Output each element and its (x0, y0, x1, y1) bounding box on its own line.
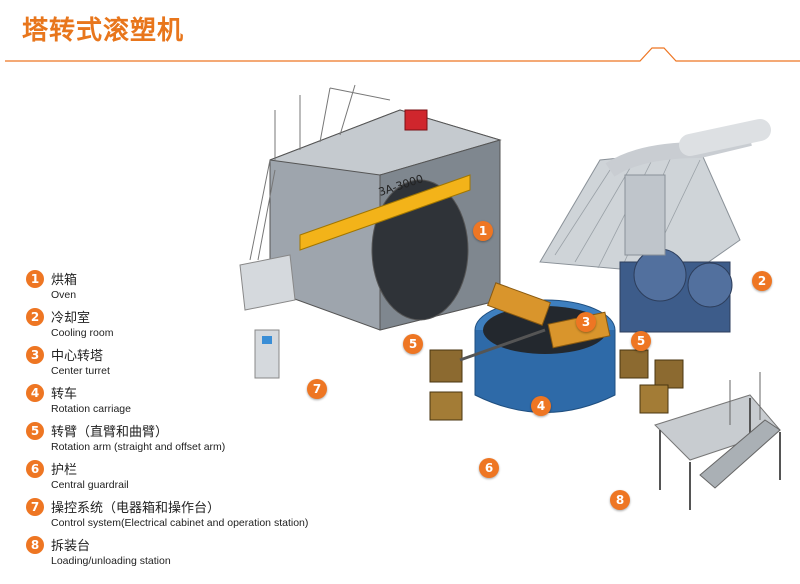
legend-item-loading-station: 8 拆装台 Loading/unloading station (26, 534, 356, 574)
legend-label-en: Control system(Electrical cabinet and op… (51, 517, 309, 529)
legend-label-cn: 护栏 (51, 463, 78, 478)
legend-label-en: Loading/unloading station (51, 555, 171, 567)
legend-item-rotation-arm: 5 转臂（直臂和曲臂） Rotation arm (straight and o… (26, 420, 356, 460)
callout-center-turret: 3 (576, 312, 596, 332)
legend-label-cn: 转车 (51, 387, 78, 402)
legend-number: 3 (26, 346, 44, 364)
legend-label-cn: 拆装台 (51, 539, 91, 554)
legend-label-en: Center turret (51, 365, 110, 377)
title-underline (5, 47, 800, 62)
callout-control-system: 7 (307, 379, 327, 399)
cooling-room (539, 119, 771, 333)
callout-rotation-arm-right: 5 (631, 331, 651, 351)
legend-item-oven: 1 烘箱 Oven (26, 268, 356, 308)
legend-label-cn: 中心转塔 (51, 349, 104, 364)
legend-label-cn: 操控系统（电器箱和操作台） (51, 501, 221, 516)
legend-number: 7 (26, 498, 44, 516)
callout-rotation-carriage: 4 (531, 396, 551, 416)
legend-item-rotation-carriage: 4 转车 Rotation carriage (26, 382, 356, 422)
legend-label-en: Rotation carriage (51, 403, 131, 415)
legend-number: 5 (26, 422, 44, 440)
oven: 3A-3000 (249, 84, 502, 331)
legend-label-cn: 转臂（直臂和曲臂） (51, 425, 169, 440)
loading-station (654, 372, 781, 510)
callout-rotation-arm-left: 5 (403, 334, 423, 354)
callout-oven: 1 (473, 221, 493, 241)
legend-number: 2 (26, 308, 44, 326)
legend-item-control-system: 7 操控系统（电器箱和操作台） Control system(Electrica… (26, 496, 356, 536)
legend-label-cn: 烘箱 (51, 273, 78, 288)
legend-label-en: Oven (51, 289, 77, 301)
legend-number: 8 (26, 536, 44, 554)
callout-guardrail: 6 (479, 458, 499, 478)
legend-number: 6 (26, 460, 44, 478)
legend-number: 4 (26, 384, 44, 402)
legend-label-cn: 冷却室 (51, 311, 91, 326)
legend-item-center-turret: 3 中心转塔 Center turret (26, 344, 356, 384)
legend-number: 1 (26, 270, 44, 288)
callout-loading-station: 8 (610, 490, 630, 510)
callout-cooling-room: 2 (752, 271, 772, 291)
legend-label-en: Cooling room (51, 327, 114, 339)
legend-item-guardrail: 6 护栏 Central guardrail (26, 458, 356, 498)
legend-label-en: Rotation arm (straight and offset arm) (51, 441, 226, 453)
legend-item-cooling-room: 2 冷却室 Cooling room (26, 306, 356, 346)
page-title: 塔转式滚塑机 (22, 16, 185, 46)
legend-label-en: Central guardrail (51, 479, 129, 491)
control-station (239, 254, 296, 379)
